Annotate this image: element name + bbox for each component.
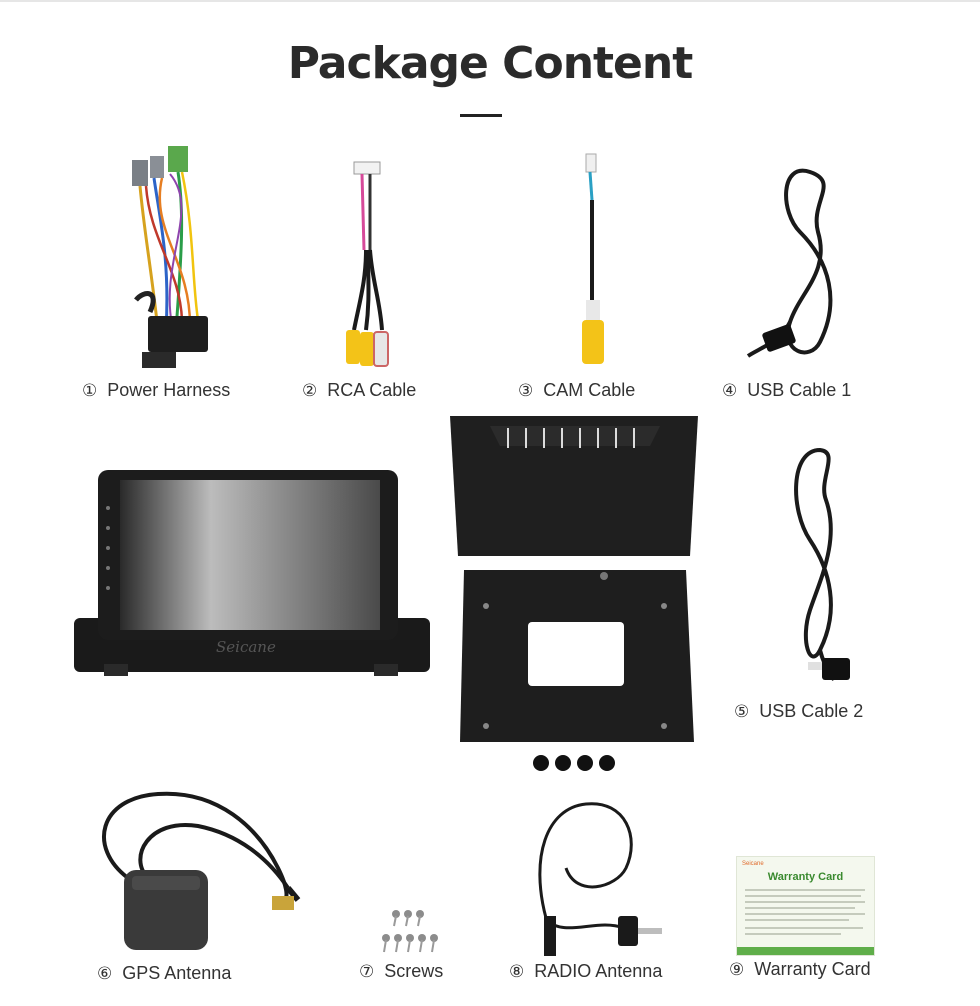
warranty-card-brand: Seicane bbox=[742, 861, 764, 867]
usb-cable-2-image bbox=[770, 440, 860, 696]
screws-image bbox=[378, 908, 450, 954]
head-unit-image bbox=[74, 468, 430, 678]
rca-cable-image bbox=[336, 160, 406, 372]
cam-cable-image bbox=[570, 150, 620, 372]
power-harness-image bbox=[120, 140, 220, 372]
usb-cable-1-image bbox=[740, 152, 850, 374]
mounting-caps-image bbox=[530, 752, 620, 774]
mounting-frame-image bbox=[450, 416, 700, 776]
radio-antenna-image bbox=[536, 798, 672, 958]
warranty-card-image: Seicane Warranty Card bbox=[736, 856, 875, 956]
title-underline bbox=[460, 114, 502, 117]
top-rule bbox=[0, 0, 980, 2]
warranty-card-title: Warranty Card bbox=[767, 871, 844, 883]
page-title: Package Content bbox=[287, 38, 694, 89]
gps-antenna-image bbox=[88, 788, 314, 956]
head-unit-brand: Seicane bbox=[216, 638, 276, 656]
